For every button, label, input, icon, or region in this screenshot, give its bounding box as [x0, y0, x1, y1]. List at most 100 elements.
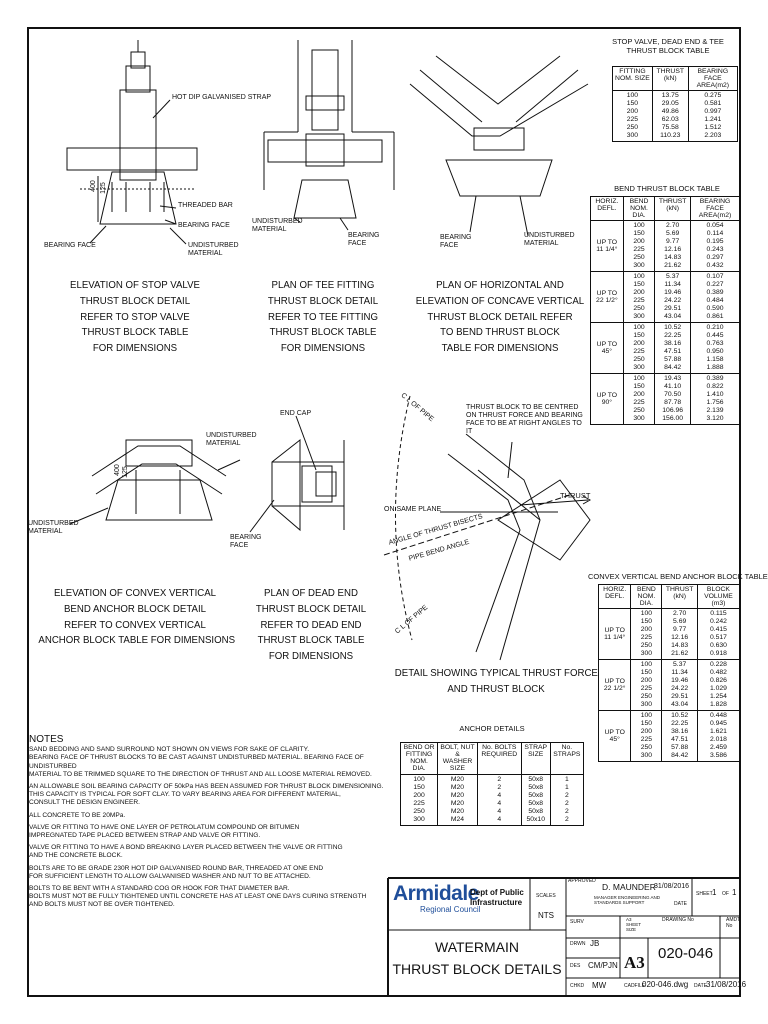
- stop-valve-table: FITTING NOM. SIZE THRUST (kN) BEARING FA…: [612, 65, 739, 143]
- note-item: BOLTS TO BE BENT WITH A STANDARD COG OR …: [29, 885, 367, 909]
- col-header: BEND OR FITTING NOM. DIA.: [399, 742, 439, 775]
- bend-thrust-table: HORIZ. DEFL. BEND NOM. DIA. THRUST (kN) …: [590, 195, 740, 426]
- note-item: VALVE OR FITTING TO HAVE ONE LAYER OF PE…: [29, 823, 300, 840]
- col-header: HORIZ. DEFL.: [590, 195, 624, 222]
- col-header: BEARING FACE AREA(m2): [690, 195, 740, 222]
- cadfile-value: 020-046.dwg: [642, 980, 689, 989]
- dead-end-plan-drawing: [249, 415, 345, 533]
- surv-label: SURV: [570, 919, 584, 925]
- anchor-table-title: ANCHOR DETAILS: [459, 724, 525, 733]
- label-thrust-centre: THRUST BLOCK TO BE CENTRED ON THRUST FOR…: [466, 404, 583, 436]
- note-item: BOLTS ARE TO BE GRADE 230R HOT DIP GALVA…: [29, 864, 324, 880]
- drawing-title-2: THRUST BLOCK DETAILS: [392, 961, 562, 977]
- sheet-total: 1: [732, 888, 737, 897]
- sheet-number: 1: [712, 888, 717, 897]
- convex-bend-elevation-drawing: [69, 439, 241, 525]
- label-dead-end-bearing: BEARING FACE: [230, 534, 262, 550]
- note-item: AN ALLOWABLE SOIL BEARING CAPACITY OF 50…: [29, 783, 384, 807]
- label-convex-undisturbed-1: UNDISTURBED MATERIAL: [206, 432, 257, 448]
- sheet-of-label: OF: [722, 891, 729, 897]
- chkd-label: CHKD: [570, 983, 585, 989]
- col-header: HORIZ. DEFL.: [597, 583, 632, 610]
- defl-cell: UP TO 11 1/4°: [597, 608, 632, 661]
- col-header: STRAP SIZE: [520, 742, 551, 775]
- amdt-label: AMDT No: [726, 917, 741, 929]
- des-value: CM/PJN: [588, 961, 618, 970]
- typical-thrust-detail-drawing: [383, 395, 592, 661]
- drawing-no-label: DRAWING No: [662, 917, 694, 923]
- label-hot-dip-strap: HOT DIP GALVANISED STRAP: [172, 94, 272, 101]
- label-thrust: THRUST: [560, 491, 591, 500]
- notes-heading: NOTES: [29, 734, 64, 745]
- drwn-label: DRWN: [570, 941, 586, 947]
- scales-label: SCALES: [536, 893, 556, 899]
- label-tee-bearing: BEARING FACE: [348, 232, 380, 248]
- drawing-title-1: WATERMAIN: [435, 939, 519, 955]
- label-end-cap: END CAP: [280, 410, 312, 417]
- label-bearing-face-1: BEARING FACE: [178, 222, 230, 229]
- approved-role: MANAGER ENGINEERING AND STANDARDS SUPPOR…: [594, 895, 661, 905]
- notes-section: NOTES SAND BEDDING AND SAND SURROUND NOT…: [29, 734, 391, 914]
- des-label: DES: [570, 963, 581, 969]
- date2-value: 31/08/2016: [706, 980, 747, 989]
- defl-cell: UP TO 11 1/4°: [590, 220, 624, 273]
- note-item: VALVE OR FITTING TO HAVE A BOND BREAKING…: [29, 844, 343, 860]
- convex-table-title: CONVEX VERTICAL BEND ANCHOR BLOCK TABLE: [588, 572, 768, 581]
- label-threaded-bar: THREADED BAR: [178, 202, 233, 209]
- sheet-size-label: A3 SHEET SIZE: [626, 917, 641, 932]
- chkd-value: MW: [592, 981, 607, 990]
- org-logo-sub: Regional Council: [420, 905, 481, 914]
- defl-cell: UP TO 45°: [590, 322, 624, 375]
- col-header: No. STRAPS: [549, 742, 585, 775]
- defl-cell: UP TO 22 1/2°: [590, 271, 624, 324]
- note-item: ALL CONCRETE TO BE 20MPa.: [29, 811, 126, 819]
- approved-date: 31/08/2016: [654, 883, 690, 890]
- sheet-label: SHEET: [696, 891, 713, 897]
- approved-name: D. MAUNDER: [602, 882, 656, 892]
- drawing-sheet-border: [27, 27, 741, 997]
- drawing-number: 020-046: [658, 945, 714, 962]
- label-convex-undisturbed-2: UNDISTURBED MATERIAL: [28, 520, 79, 536]
- col-header: BEND NOM. DIA.: [622, 195, 656, 222]
- col-header: BEARING FACE AREA(m2): [687, 65, 739, 92]
- dept-line-2: Infrastructure: [470, 898, 523, 907]
- dept-line-1: Dept of Public: [470, 888, 524, 897]
- approved-label: APPROVED: [568, 878, 596, 884]
- convex-anchor-table: HORIZ. DEFL. BEND NOM. DIA. THRUST (kN) …: [597, 583, 741, 763]
- scales-value: NTS: [538, 911, 554, 920]
- horizontal-bend-plan-drawing: [409, 55, 589, 237]
- col-header: BLOCK VOLUME (m3): [696, 583, 741, 610]
- label-same-plane: ON SAME PLANE: [384, 506, 442, 513]
